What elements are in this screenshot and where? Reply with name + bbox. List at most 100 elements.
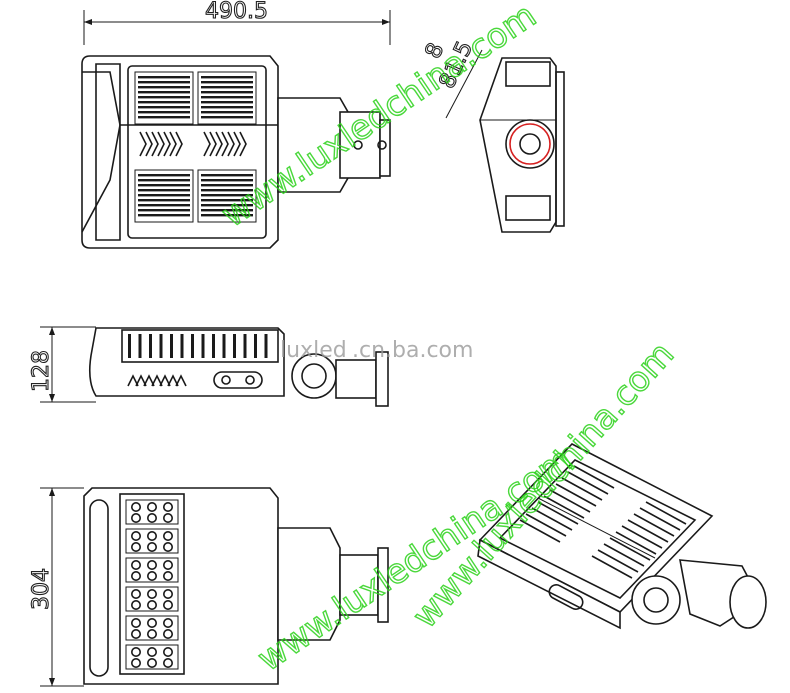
led-lens [163,617,174,628]
vent-slot [128,334,131,358]
vent-slot [212,334,215,358]
led-lens [163,541,174,552]
bottom-view: 304 [28,487,389,687]
depth-label: 304 [29,568,54,610]
vent-slot [138,81,190,84]
led-lens [163,599,174,610]
vent-slot [138,214,190,217]
led-lens [131,512,142,523]
vent-slot [603,543,645,567]
chevron-vent [151,374,163,387]
chevron-vent [221,131,229,157]
vent-slot [201,194,253,197]
vent-slot [138,111,190,114]
chevron-vent [139,131,147,157]
led-lens [147,657,158,668]
top-view: 490.5 [81,0,391,249]
chevron-vent [135,374,147,387]
chevron-vent [203,131,211,157]
vent-slot [561,477,603,501]
width-dimension: 490.5 [83,0,391,45]
led-lens [147,541,158,552]
vent-slot [201,116,253,119]
vent-slot [138,174,190,177]
vent-slot [549,489,591,513]
vent-slot [201,111,253,114]
vent-slot [621,525,663,549]
led-lens [147,501,158,512]
chevron-vent [151,131,159,157]
depth-dimension: 304 [28,487,84,687]
vent-slot [159,334,163,358]
vent-slot [138,199,190,202]
led-lens [163,570,174,581]
vent-slot [201,204,253,207]
vent-slot [191,334,194,358]
vent-slot [537,501,579,525]
vent-slot [254,334,257,358]
vent-slot [201,76,253,79]
led-module [125,557,179,583]
chevron-vent [227,131,235,157]
vent-slot [201,209,253,212]
vent-slot [519,519,561,543]
vent-slot [201,96,253,99]
vent-slot [609,537,651,561]
vent-slot [201,81,253,84]
vent-slot [201,214,253,217]
chevron-vent [209,131,217,157]
vent-slot [201,174,253,177]
vent-slot [543,495,585,519]
chevron-vent [239,131,247,157]
led-lens [163,646,174,657]
vent-slot [149,334,152,358]
width-label: 490.5 [205,0,268,24]
led-lens [147,588,158,599]
vent-slot [201,334,205,358]
led-lens [131,541,142,552]
vent-slot [573,465,615,489]
vent-slot [233,334,236,358]
vent-slot [138,86,190,89]
chevron-vent [159,374,171,387]
chevron-vent [145,131,153,157]
vent-slot [138,204,190,207]
led-lens [147,599,158,610]
vent-slot [555,483,597,507]
led-lens [147,512,158,523]
vent-slot [201,184,253,187]
chevron-vent [127,374,139,387]
vent-slot [138,179,190,182]
vent-slot [627,519,669,543]
vent-slot [597,549,639,573]
vent-slot [138,76,190,79]
vent-slot [567,471,609,495]
vent-slot [243,334,247,358]
led-lens [131,599,142,610]
vent-slot [138,101,190,104]
led-lens [163,501,174,512]
vent-slot [201,179,253,182]
vent-slot [201,199,253,202]
chevron-vent [175,374,187,387]
chevron-vent [215,131,223,157]
vent-slot [591,555,633,579]
vent-slot [138,96,190,99]
vent-slot [201,86,253,89]
led-lens [131,501,142,512]
led-module [125,499,179,525]
height-label: 128 [29,350,54,392]
led-lens [147,646,158,657]
led-lens [163,559,174,570]
vent-slot [222,334,226,358]
chevron-vent [233,131,241,157]
watermark-middle-left: luxled [280,338,347,363]
isometric-view [477,443,767,630]
led-module [125,586,179,612]
chevron-vents [139,131,247,157]
led-lens [163,588,174,599]
led-lens [131,570,142,581]
chevron-vent [169,131,177,157]
led-lens [131,559,142,570]
led-lens [147,628,158,639]
